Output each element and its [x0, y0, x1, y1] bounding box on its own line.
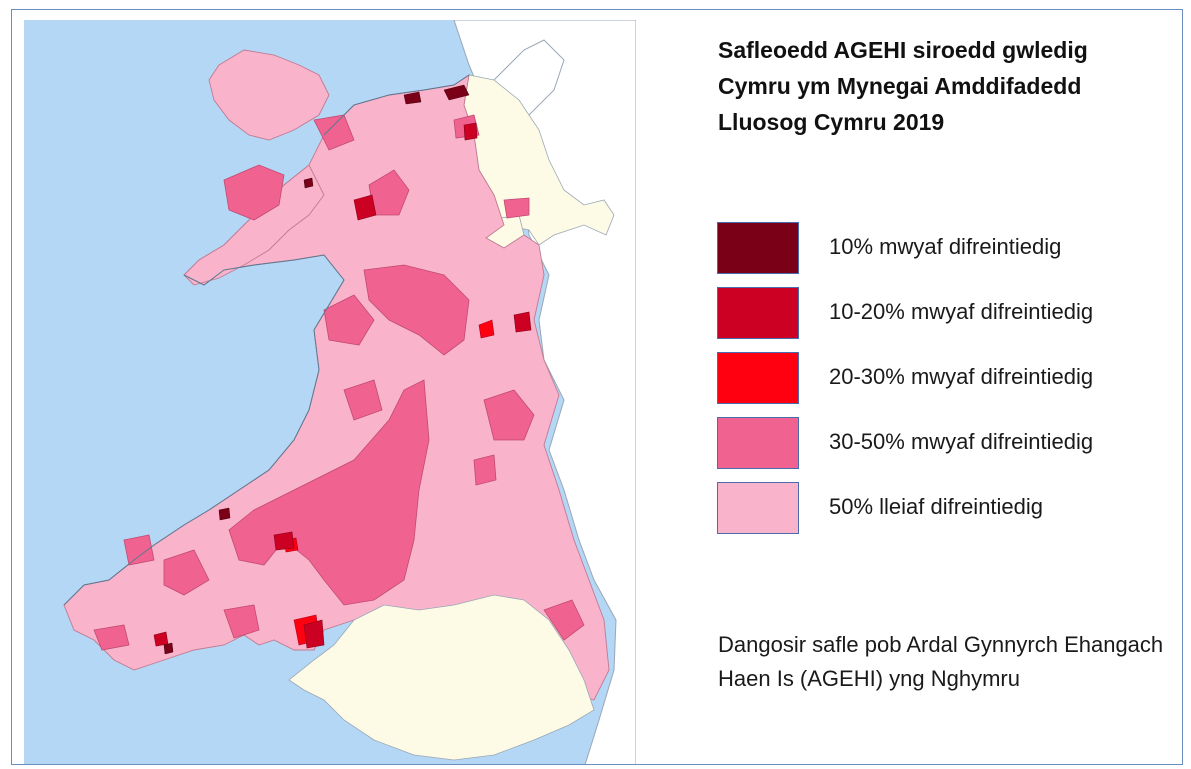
band-30-50-areas — [93, 114, 585, 651]
legend-item-20-30: 20-30% mwyaf difreintiedig — [717, 350, 1182, 405]
legend-swatch-10 — [717, 222, 799, 274]
band-10-areas — [163, 84, 470, 655]
map-svg — [63, 20, 636, 764]
coastline — [63, 74, 470, 606]
map-title: Safleoedd AGEHI siroedd gwledig Cymru ym… — [718, 37, 1088, 135]
map-note: Dangosir safle pob Ardal Gynnyrch Ehanga… — [718, 632, 1164, 691]
legend-label-50: 50% lleiaf difreintiedig — [829, 494, 1044, 519]
south-wales-region — [288, 594, 595, 761]
legend-swatch-10-20 — [717, 287, 799, 339]
legend: 10% mwyaf difreintiedig 10-20% mwyaf dif… — [717, 220, 1182, 545]
legend-swatch-50 — [717, 482, 799, 534]
legend-item-10: 10% mwyaf difreintiedig — [717, 220, 1182, 275]
legend-swatch-20-30 — [717, 352, 799, 404]
legend-item-30-50: 30-50% mwyaf difreintiedig — [717, 415, 1182, 470]
legend-swatch-30-50 — [717, 417, 799, 469]
anglesey — [208, 49, 330, 141]
figure-frame: Safleoedd AGEHI siroedd gwledig Cymru ym… — [11, 9, 1183, 765]
wales-map — [24, 20, 636, 764]
band-10-20-areas — [153, 122, 532, 649]
legend-label-10-20: 10-20% mwyaf difreintiedig — [829, 299, 1094, 324]
legend-item-50: 50% lleiaf difreintiedig — [717, 480, 1182, 535]
legend-label-30-50: 30-50% mwyaf difreintiedig — [829, 429, 1094, 454]
legend-label-10: 10% mwyaf difreintiedig — [829, 234, 1062, 259]
legend-label-20-30: 20-30% mwyaf difreintiedig — [829, 364, 1094, 389]
legend-item-10-20: 10-20% mwyaf difreintiedig — [717, 285, 1182, 340]
